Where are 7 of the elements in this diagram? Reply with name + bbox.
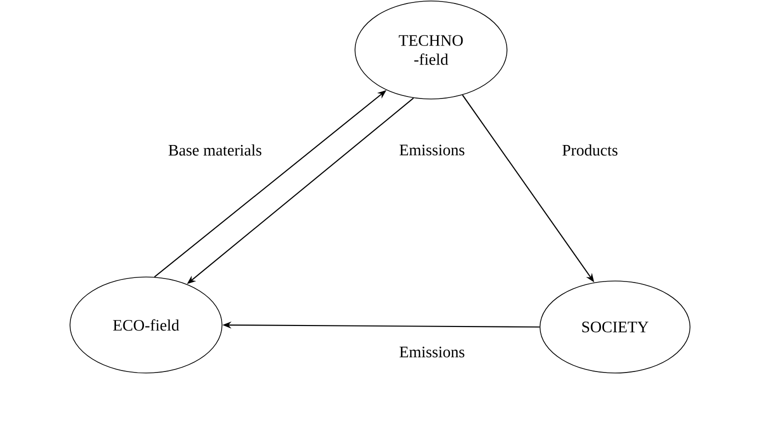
ellipse-node: SOCIETY xyxy=(540,280,690,374)
edge-label: Emissions xyxy=(398,144,466,156)
edge-label: Emissions xyxy=(398,346,466,358)
ellipse-node: ECO-field xyxy=(70,276,222,374)
ellipse-node: TECHNO -field xyxy=(354,0,508,100)
edge-label: Products xyxy=(561,143,619,157)
edge-label: Base materials xyxy=(167,143,263,157)
